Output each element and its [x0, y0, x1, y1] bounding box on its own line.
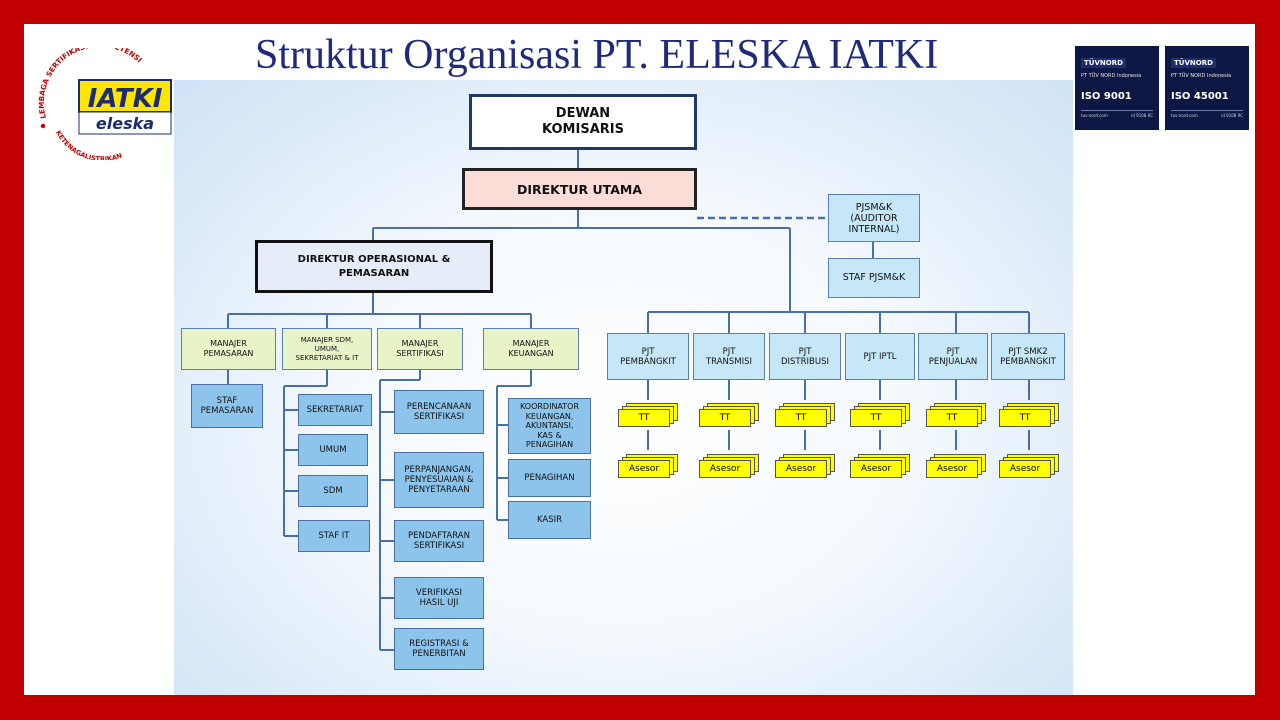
pjt-smk2-pembangkit-label: PJT SMK2 PEMBANGKIT — [1000, 346, 1056, 367]
pjt-distribusi-label: PJT DISTRIBUSI — [780, 346, 829, 367]
verifikasi-hasil-uji-label: VERIFIKASI HASIL UJI — [415, 588, 463, 608]
pjt-distribusi-box: PJT DISTRIBUSI — [769, 333, 841, 380]
tt-box: TT — [618, 409, 670, 427]
logo-main-text: IATKI — [88, 84, 163, 114]
staf-pjsmk-box: STAF PJSM&K — [828, 258, 920, 298]
sekretariat-box: SEKRETARIAT — [298, 394, 372, 426]
manajer-pemasaran-box: MANAJER PEMASARAN — [181, 328, 276, 370]
cert-foot-right: id 9108 RC — [1221, 113, 1243, 118]
direktur-utama-label: DIREKTUR UTAMA — [516, 181, 643, 197]
kasir-box: KASIR — [508, 501, 591, 539]
asesor-label: Asesor — [628, 464, 660, 474]
pjt-smk2-pembangkit-box: PJT SMK2 PEMBANGKIT — [991, 333, 1065, 380]
tt-label: TT — [946, 413, 958, 423]
cert-foot-left: tuv-nord.com — [1171, 113, 1198, 118]
asesor-box: Asesor — [618, 460, 670, 478]
penagihan-box: PENAGIHAN — [508, 459, 591, 497]
tt-box: TT — [775, 409, 827, 427]
manajer-keuangan-box: MANAJER KEUANGAN — [483, 328, 579, 370]
dewan-komisaris-label: DEWAN KOMISARIS — [542, 106, 624, 137]
cert-company: PT TÜV NORD Indonesia — [1171, 73, 1232, 79]
staf-pemasaran-box: STAF PEMASARAN — [191, 384, 263, 428]
asesor-label: Asesor — [709, 464, 741, 474]
perencanaan-sertifikasi-label: PERENCANAAN SERTIFIKASI — [406, 402, 472, 422]
pjt-iptl-box: PJT IPTL — [845, 333, 915, 380]
pendaftaran-sertifikasi-box: PENDAFTARAN SERTIFIKASI — [394, 520, 484, 562]
pjt-transmisi-box: PJT TRANSMISI — [693, 333, 765, 380]
tt-box: TT — [926, 409, 978, 427]
pjt-pembangkit-box: PJT PEMBANGKIT — [607, 333, 689, 380]
tt-label: TT — [719, 413, 731, 423]
direktur-operasional-label: DIREKTUR OPERASIONAL & PEMASARAN — [297, 253, 451, 279]
pendaftaran-sertifikasi-label: PENDAFTARAN SERTIFIKASI — [408, 531, 470, 551]
perencanaan-sertifikasi-box: PERENCANAAN SERTIFIKASI — [394, 390, 484, 434]
cert-brand: TÜVNORD — [1171, 58, 1216, 68]
koordinator-keuangan-box: KOORDINATOR KEUANGAN, AKUNTANSI, KAS & P… — [508, 398, 591, 454]
registrasi-penerbitan-label: REGISTRASI & PENERBITAN — [409, 639, 469, 659]
tt-label: TT — [870, 413, 882, 423]
iatki-eleska-logo: LEMBAGA SERTIFIKASI KOMPETENSI KETENAGAL… — [37, 48, 172, 160]
dewan-komisaris-box: DEWAN KOMISARIS — [469, 94, 697, 150]
asesor-label: Asesor — [860, 464, 892, 474]
registrasi-penerbitan-box: REGISTRASI & PENERBITAN — [394, 628, 484, 670]
asesor-box: Asesor — [926, 460, 978, 478]
direktur-operasional-box: DIREKTUR OPERASIONAL & PEMASARAN — [255, 240, 493, 293]
sdm-label: SDM — [323, 486, 343, 496]
manajer-sertifikasi-box: MANAJER SERTIFIKASI — [377, 328, 463, 370]
pjt-pembangkit-label: PJT PEMBANGKIT — [620, 346, 676, 367]
manajer-sdm-label: MANAJER SDM, UMUM, SEKRETARIAT & IT — [295, 335, 359, 362]
koordinator-keuangan-label: KOORDINATOR KEUANGAN, AKUNTANSI, KAS & P… — [519, 402, 580, 450]
asesor-box: Asesor — [699, 460, 751, 478]
pjt-penjualan-label: PJT PENJUALAN — [928, 346, 978, 367]
cert-brand: TÜVNORD — [1081, 58, 1126, 68]
tt-box: TT — [850, 409, 902, 427]
tt-label: TT — [1019, 413, 1031, 423]
staf-pemasaran-label: STAF PEMASARAN — [200, 396, 254, 416]
manajer-sertifikasi-label: MANAJER SERTIFIKASI — [396, 339, 444, 358]
pjsmk-label: PJSM&K (AUDITOR INTERNAL) — [848, 201, 900, 235]
tt-label: TT — [795, 413, 807, 423]
sdm-box: SDM — [298, 475, 368, 507]
perpanjangan-box: PERPANJANGAN, PENYESUAIAN & PENYETARAAN — [394, 452, 484, 508]
staf-pjsmk-label: STAF PJSM&K — [842, 272, 906, 283]
asesor-box: Asesor — [850, 460, 902, 478]
kasir-label: KASIR — [536, 515, 563, 525]
asesor-box: Asesor — [999, 460, 1051, 478]
tt-box: TT — [999, 409, 1051, 427]
iso-9001-certificate: TÜVNORD PT TÜV NORD Indonesia ISO 9001 t… — [1075, 46, 1159, 130]
manajer-pemasaran-label: MANAJER PEMASARAN — [203, 339, 254, 358]
umum-box: UMUM — [298, 434, 368, 466]
asesor-label: Asesor — [1009, 464, 1041, 474]
umum-label: UMUM — [319, 445, 347, 455]
direktur-utama-box: DIREKTUR UTAMA — [462, 168, 697, 210]
tt-box: TT — [699, 409, 751, 427]
logo-sub-text: eleska — [96, 114, 154, 133]
perpanjangan-label: PERPANJANGAN, PENYESUAIAN & PENYETARAAN — [404, 465, 474, 495]
cert-company: PT TÜV NORD Indonesia — [1081, 73, 1142, 79]
cert-foot-right: id 9108 RC — [1131, 113, 1153, 118]
page-title: Struktur Organisasi PT. ELESKA IATKI — [255, 32, 939, 78]
cert-standard: ISO 45001 — [1171, 91, 1229, 102]
asesor-label: Asesor — [936, 464, 968, 474]
tt-label: TT — [638, 413, 650, 423]
staf-it-label: STAF IT — [318, 531, 350, 541]
pjsmk-box: PJSM&K (AUDITOR INTERNAL) — [828, 194, 920, 242]
penagihan-label: PENAGIHAN — [524, 473, 575, 483]
asesor-label: Asesor — [785, 464, 817, 474]
asesor-box: Asesor — [775, 460, 827, 478]
manajer-keuangan-label: MANAJER KEUANGAN — [508, 339, 554, 358]
pjt-iptl-label: PJT IPTL — [863, 351, 897, 362]
pjt-penjualan-box: PJT PENJUALAN — [918, 333, 988, 380]
cert-foot-left: tuv-nord.com — [1081, 113, 1108, 118]
verifikasi-hasil-uji-box: VERIFIKASI HASIL UJI — [394, 577, 484, 619]
cert-standard: ISO 9001 — [1081, 91, 1132, 102]
manajer-sdm-box: MANAJER SDM, UMUM, SEKRETARIAT & IT — [282, 328, 372, 370]
sekretariat-label: SEKRETARIAT — [306, 405, 364, 415]
pjt-transmisi-label: PJT TRANSMISI — [705, 346, 753, 367]
iso-45001-certificate: TÜVNORD PT TÜV NORD Indonesia ISO 45001 … — [1165, 46, 1249, 130]
staf-it-box: STAF IT — [298, 520, 370, 552]
